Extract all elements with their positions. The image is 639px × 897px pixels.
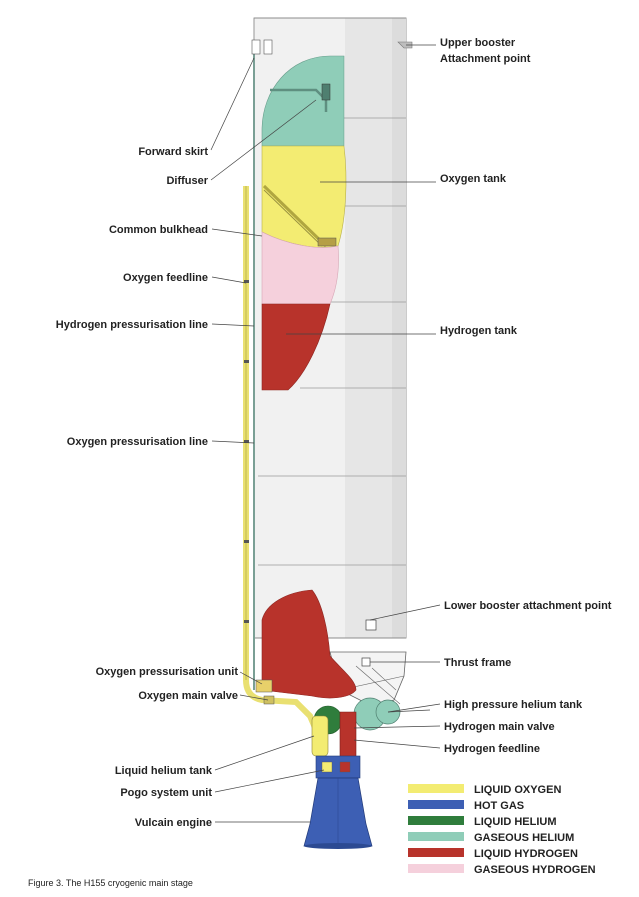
label-oxygen-main-valve: Oxygen main valve xyxy=(138,690,238,702)
legend-swatch-hot-gas xyxy=(408,800,464,809)
legend-label-liquid-hydrogen: LIQUID HYDROGEN xyxy=(474,848,578,860)
label-oxygen-tank: Oxygen tank xyxy=(440,173,507,185)
label-upper-booster: Upper booster xyxy=(440,37,516,49)
figure-caption: Figure 3. The H155 cryogenic main stage xyxy=(28,878,193,888)
label-hydrogen-tank: Hydrogen tank xyxy=(440,325,518,337)
label-pogo-system-unit: Pogo system unit xyxy=(120,787,212,799)
legend-label-hot-gas: HOT GAS xyxy=(474,800,524,812)
label-common-bulkhead: Common bulkhead xyxy=(109,224,208,236)
label-lower-booster-attachment-point: Lower booster attachment point xyxy=(444,600,612,612)
label-oxygen-pressurisation-line: Oxygen pressurisation line xyxy=(67,436,208,448)
left-labels: Forward skirt Diffuser Common bulkhead O… xyxy=(56,146,239,829)
lower-hydrogen-tank xyxy=(261,589,357,699)
right-labels: Upper booster Attachment point Oxygen ta… xyxy=(440,37,612,755)
label-hydrogen-pressurisation-line: Hydrogen pressurisation line xyxy=(56,319,208,331)
legend-label-liquid-oxygen: LIQUID OXYGEN xyxy=(474,784,561,796)
legend-item-hot-gas: HOT GAS xyxy=(408,800,524,812)
engine-section xyxy=(303,697,401,849)
legend-swatch-liquid-hydrogen xyxy=(408,848,464,857)
legend-item-liquid-oxygen: LIQUID OXYGEN xyxy=(408,784,561,796)
feedlines xyxy=(243,39,319,732)
label-liquid-helium-tank: Liquid helium tank xyxy=(115,765,213,777)
legend-swatch-gaseous-hydrogen xyxy=(408,864,464,873)
label-hydrogen-feedline: Hydrogen feedline xyxy=(444,743,540,755)
legend-swatch-liquid-helium xyxy=(408,816,464,825)
hydrogen-tank xyxy=(261,231,339,391)
legend-label-gaseous-hydrogen: GASEOUS HYDROGEN xyxy=(474,864,596,876)
legend-label-gaseous-helium: GASEOUS HELIUM xyxy=(474,832,574,844)
legend-item-gaseous-helium: GASEOUS HELIUM xyxy=(408,832,574,844)
legend: LIQUID OXYGEN HOT GAS LIQUID HELIUM GASE… xyxy=(408,784,596,876)
label-oxygen-pressurisation-unit: Oxygen pressurisation unit xyxy=(96,666,239,678)
legend-swatch-liquid-oxygen xyxy=(408,784,464,793)
label-attachment-point: Attachment point xyxy=(440,53,531,65)
label-diffuser: Diffuser xyxy=(166,175,208,187)
label-oxygen-feedline: Oxygen feedline xyxy=(123,272,208,284)
oxygen-tank xyxy=(261,55,347,248)
label-high-pressure-helium-tank: High pressure helium tank xyxy=(444,699,583,711)
label-hydrogen-main-valve: Hydrogen main valve xyxy=(444,721,555,733)
legend-item-liquid-hydrogen: LIQUID HYDROGEN xyxy=(408,848,578,860)
legend-item-gaseous-hydrogen: GASEOUS HYDROGEN xyxy=(408,864,596,876)
legend-label-liquid-helium: LIQUID HELIUM xyxy=(474,816,557,828)
legend-swatch-gaseous-helium xyxy=(408,832,464,841)
label-thrust-frame: Thrust frame xyxy=(444,657,511,669)
leader-lines xyxy=(210,44,441,823)
legend-item-liquid-helium: LIQUID HELIUM xyxy=(408,816,557,828)
label-forward-skirt: Forward skirt xyxy=(138,146,208,158)
label-vulcain-engine: Vulcain engine xyxy=(135,817,212,829)
